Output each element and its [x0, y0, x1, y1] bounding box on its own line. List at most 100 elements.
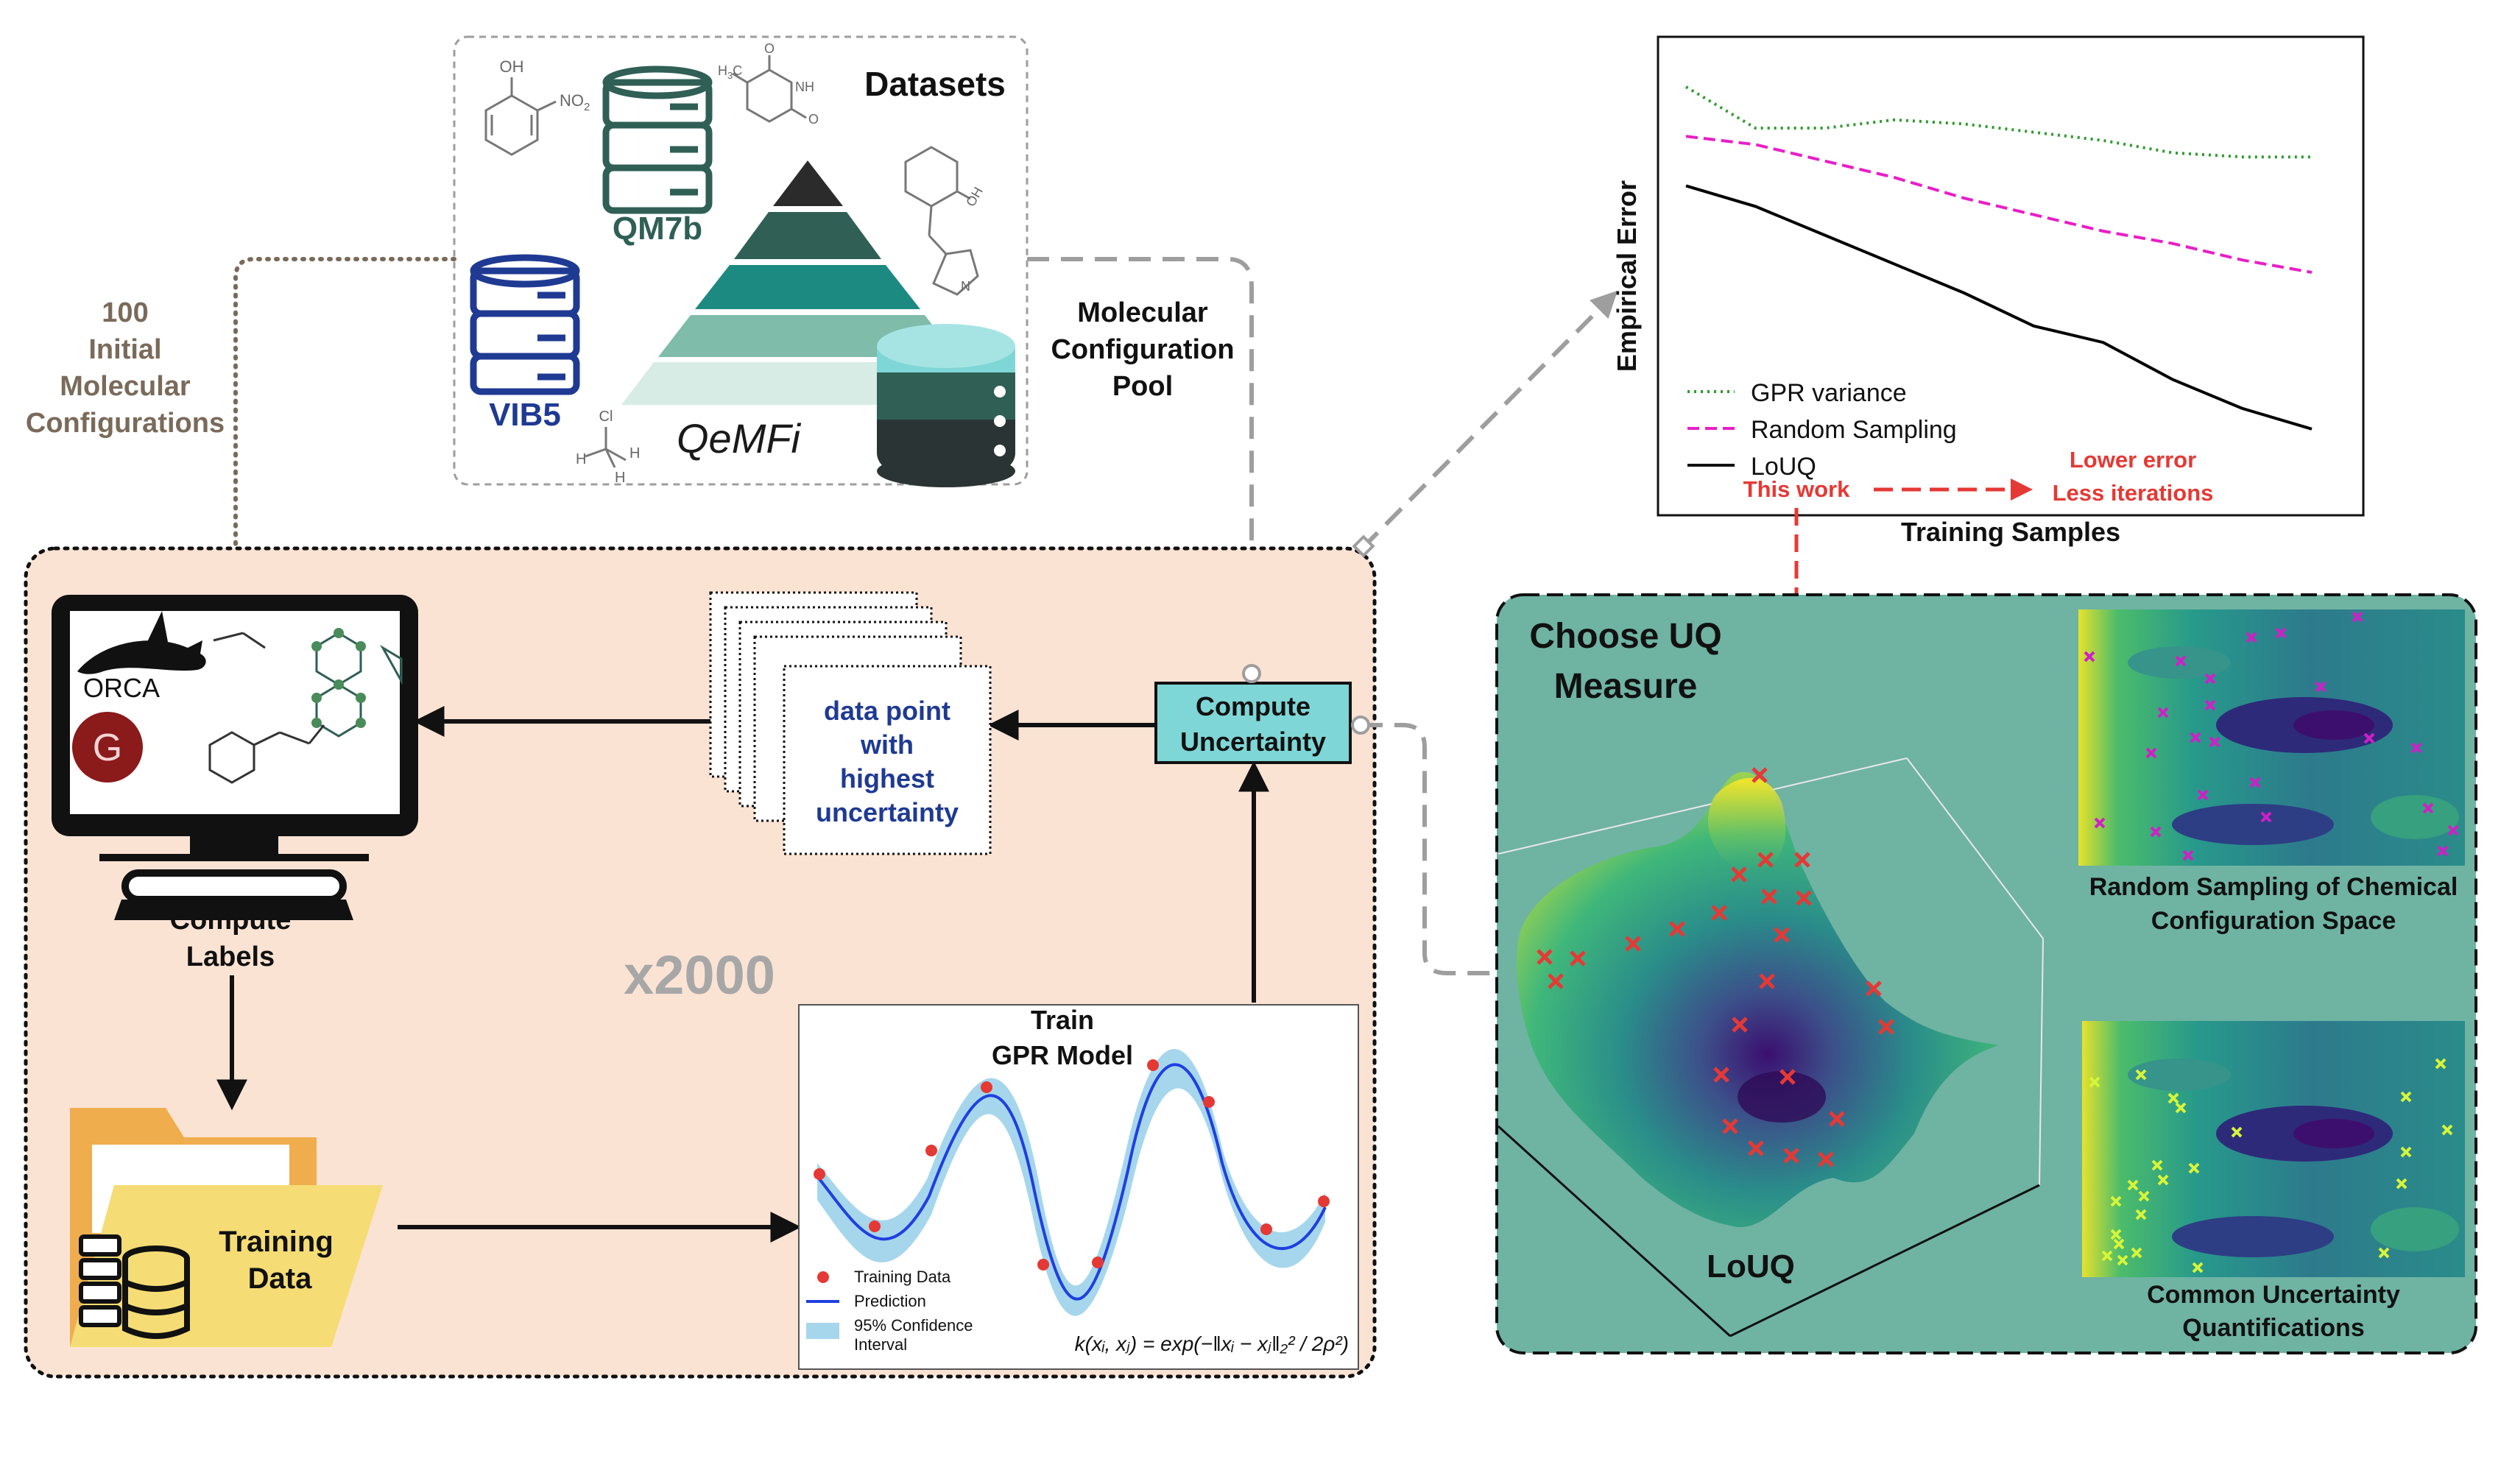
common-uq-sample-markers: [2089, 1058, 2453, 1273]
random-sample-marker: [2437, 845, 2449, 857]
chart-xlabel: Training Samples: [1901, 517, 2120, 547]
datapoint-line2: with: [860, 729, 914, 760]
h-label-1: H: [576, 451, 586, 467]
common-uq-sample-marker: [2435, 1058, 2447, 1070]
random-sample-marker: [2094, 817, 2106, 829]
common-caption-line1: Common Uncertainty: [2147, 1281, 2400, 1309]
random-sample-marker: [2422, 802, 2434, 814]
legend-ci-label-1: 95% Confidence: [854, 1316, 973, 1335]
oh-label: OH: [500, 57, 524, 76]
gpr-model-panel: Train GPR Model Training Data Prediction…: [798, 1004, 1359, 1370]
surface-sample-marker: [1866, 981, 1882, 997]
svg-text:100: 100: [102, 297, 148, 328]
surface-sample-marker: [1829, 1111, 1845, 1127]
random-caption-line1: Random Sampling of Chemical: [2089, 873, 2458, 901]
common-uq-sample-marker: [2396, 1178, 2407, 1190]
random-sample-marker: [2275, 627, 2287, 639]
legend-training-marker: [817, 1271, 829, 1283]
legend-training-label: Training Data: [854, 1268, 951, 1286]
initial-config-label: 100 Initial Molecular Configurations: [26, 291, 232, 442]
orca-logo-icon: [77, 640, 206, 674]
surface-sample-marker: [1818, 1151, 1834, 1167]
training-data-line2: Data: [248, 1262, 312, 1295]
common-uq-sample-marker: [2157, 1174, 2169, 1186]
nitrophenol-molecule-icon: [484, 77, 557, 156]
train-gpr-line1: Train: [1031, 1005, 1094, 1035]
surface-sample-marker: [1794, 852, 1810, 868]
common-uq-sample-marker: [2167, 1092, 2179, 1104]
common-uq-sample-marker: [2113, 1238, 2125, 1250]
random-sample-marker: [2315, 681, 2327, 693]
uq-title-line1: Choose UQ: [1529, 617, 1721, 656]
series-line-louq: [1685, 184, 2313, 431]
surface-sample-marker: [1713, 1067, 1729, 1083]
common-uq-sample-marker: [2127, 1179, 2139, 1191]
common-uq-sample-marker: [2135, 1069, 2147, 1081]
common-uq-sample-marker: [2135, 1209, 2147, 1220]
chloromethane-molecule-icon: [585, 427, 627, 468]
aromatic-molecule-icon: [904, 146, 979, 296]
common-uq-sample-marker: [2131, 1247, 2142, 1259]
training-data-line1: Training: [219, 1226, 334, 1258]
qm7b-label: QM7b: [613, 211, 702, 247]
qm7b-database-icon: [602, 66, 713, 214]
common-uq-sample-marker: [2117, 1254, 2128, 1266]
molecular-database-icon: [877, 324, 1015, 487]
common-uq-sample-marker: [2441, 1124, 2453, 1136]
datasets-title: Datasets: [864, 65, 1006, 103]
surface-sample-marker: [1878, 1019, 1894, 1035]
qemfi-label: QeMFi: [677, 415, 802, 462]
series-line-gpr-variance: [1685, 85, 2312, 159]
random-sample-marker: [2363, 732, 2375, 744]
legend-ci-label-2: Interval: [854, 1335, 907, 1354]
common-uq-sample-marker: [2400, 1146, 2412, 1158]
gpr-prediction-line: [816, 1063, 1327, 1301]
random-sample-marker: [2209, 736, 2220, 748]
surface-sample-marker: [1783, 1148, 1799, 1164]
common-uq-sample-marker: [2151, 1159, 2163, 1171]
compute-labels-line1: Compute: [170, 905, 292, 936]
random-caption-line2: Configuration Space: [2151, 907, 2396, 935]
selected-datapoint-stack: data point with highest uncertainty: [709, 591, 992, 855]
n-label: N: [961, 279, 970, 294]
svg-text:Configurations: Configurations: [26, 408, 225, 439]
surface-sample-marker: [1732, 1017, 1748, 1033]
common-uq-sample-marker: [2101, 1250, 2113, 1262]
loop-to-chart-connector: [1360, 290, 1618, 551]
datapoint-line1: data point: [824, 696, 950, 726]
pool-label: Molecular Configuration Pool: [1044, 289, 1244, 414]
random-sample-marker: [2157, 707, 2169, 718]
legend-ci-marker: [806, 1323, 839, 1339]
random-sample-marker: [2197, 789, 2209, 801]
common-uq-sample-marker: [2192, 1262, 2204, 1273]
surface-frame: [1498, 757, 2044, 1186]
surface-sample-marker: [1669, 921, 1685, 937]
computer-monitor-icon: ORCA G: [52, 595, 418, 920]
random-sample-marker: [2249, 777, 2261, 788]
uq-connector-node: [1351, 716, 1370, 735]
h-label-2: H: [629, 445, 640, 462]
this-work-label: This work: [1743, 476, 1850, 502]
surface-sample-marker: [1757, 852, 1774, 868]
series-line-random-sampling: [1685, 135, 2313, 274]
datapoint-line3: highest: [840, 763, 934, 794]
surface-sample-marker: [1796, 890, 1812, 906]
common-uq-sample-marker: [2138, 1190, 2150, 1202]
random-sample-marker: [2145, 747, 2157, 759]
no2-label: NO2: [560, 91, 590, 113]
surface-sample-marker: [1748, 1140, 1764, 1156]
h3c-label: H3C: [718, 63, 742, 81]
random-sample-marker: [2190, 732, 2201, 743]
h-label-3: H: [615, 470, 625, 486]
random-sample-marker: [2260, 811, 2272, 823]
o-label-1: O: [764, 41, 775, 56]
common-uq-contour: [2082, 1021, 2465, 1277]
svg-text:Configuration: Configuration: [1051, 334, 1234, 365]
chart-ylabel: Empirical Error: [1612, 180, 1642, 372]
pool-connector-node: [1242, 664, 1261, 683]
svg-text:G: G: [93, 727, 122, 769]
uncertainty-to-uq-connector: [1361, 723, 1498, 975]
surface-sample-marker: [1625, 936, 1641, 952]
pool-to-uncertainty-connector: [1027, 257, 1254, 666]
